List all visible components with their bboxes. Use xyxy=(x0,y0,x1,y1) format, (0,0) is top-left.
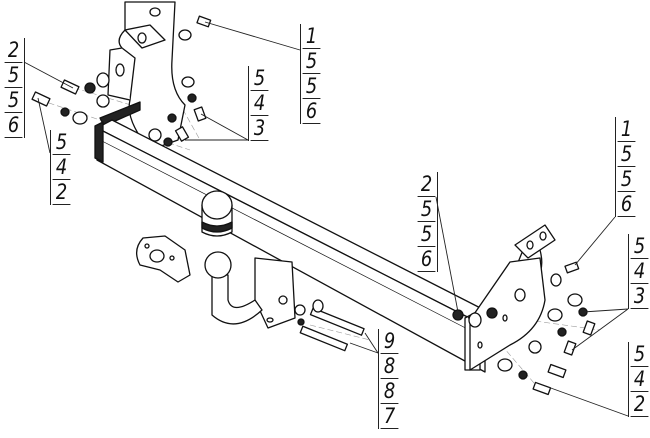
ball-cap xyxy=(201,190,233,237)
callout-left-top: 2 5 5 6 xyxy=(3,38,25,138)
leader-lines xyxy=(23,21,629,417)
callout-label: 5 xyxy=(417,222,436,247)
callout-left-lower: 5 4 2 xyxy=(50,130,72,205)
callout-label: 1 xyxy=(302,24,321,49)
callout-label: 3 xyxy=(630,284,649,309)
callout-label: 6 xyxy=(4,113,23,138)
callout-label: 8 xyxy=(380,379,399,404)
callout-label: 4 xyxy=(52,155,71,180)
callout-label: 5 xyxy=(630,234,649,259)
callout-label: 2 xyxy=(4,38,23,63)
callout-top-center: 1 5 5 6 xyxy=(300,24,322,124)
callout-center-upper: 5 4 3 xyxy=(248,66,270,141)
callout-label: 8 xyxy=(380,354,399,379)
callout-label: 7 xyxy=(380,404,399,429)
callout-label: 5 xyxy=(4,63,23,88)
callout-label: 5 xyxy=(302,49,321,74)
callout-label: 5 xyxy=(302,74,321,99)
callout-right-bottom: 5 4 2 xyxy=(628,342,650,417)
callout-right-middle: 2 5 5 6 xyxy=(416,172,438,272)
callout-right-upper: 1 5 5 6 xyxy=(615,117,637,217)
callout-label: 6 xyxy=(617,192,636,217)
callout-label: 6 xyxy=(417,247,436,272)
callout-label: 4 xyxy=(630,259,649,284)
callout-label: 2 xyxy=(417,172,436,197)
callout-label: 5 xyxy=(250,66,269,91)
callout-label: 5 xyxy=(630,342,649,367)
callout-label: 5 xyxy=(617,167,636,192)
callout-label: 4 xyxy=(630,367,649,392)
fasteners xyxy=(31,15,596,396)
callout-label: 2 xyxy=(52,180,71,205)
callout-bottom-center: 9 8 8 7 xyxy=(378,329,400,429)
callout-label: 3 xyxy=(250,116,269,141)
callout-label: 4 xyxy=(250,91,269,116)
callout-label: 9 xyxy=(380,329,399,354)
tow-ball-mount xyxy=(136,235,296,329)
callout-label: 1 xyxy=(617,117,636,142)
callout-label: 2 xyxy=(630,392,649,417)
right-mounting-bracket xyxy=(467,224,556,371)
callout-label: 5 xyxy=(417,197,436,222)
callout-label: 5 xyxy=(52,130,71,155)
left-mounting-bracket xyxy=(99,1,186,151)
callout-label: 5 xyxy=(617,142,636,167)
callout-right-side: 5 4 3 xyxy=(628,234,650,309)
callout-label: 6 xyxy=(302,99,321,124)
callout-label: 5 xyxy=(4,88,23,113)
